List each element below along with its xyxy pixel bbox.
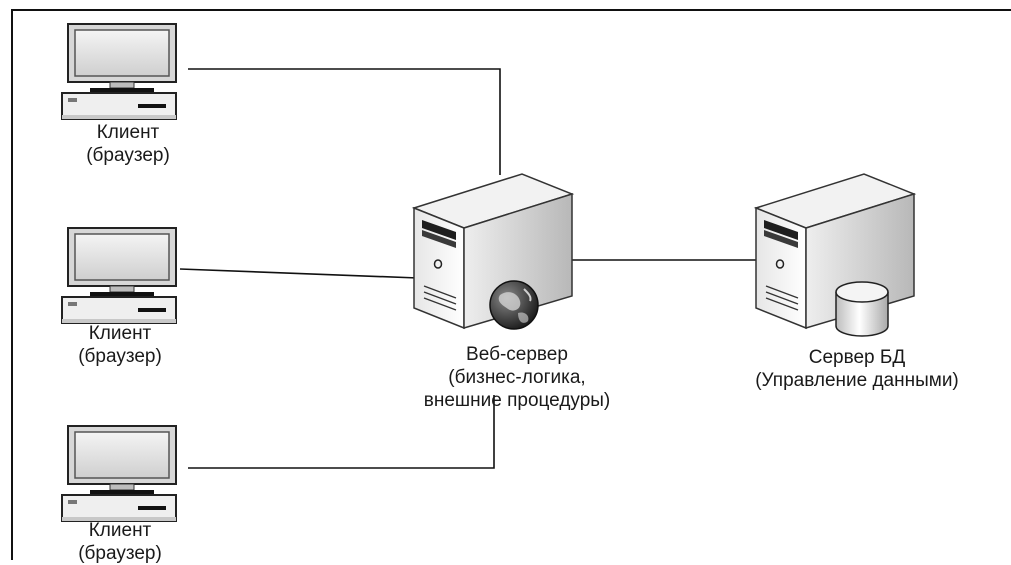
client-label-line1: Клиент xyxy=(88,323,152,344)
db-server-icon xyxy=(755,173,915,329)
link-client-3-web-server xyxy=(188,395,495,469)
client-computer-icon xyxy=(61,23,177,120)
client-label-line2: (браузер) xyxy=(86,145,170,166)
client-label: Клиент (браузер) xyxy=(58,121,198,167)
connection-lines xyxy=(179,68,760,469)
client-computer-icon xyxy=(61,227,177,324)
web-server-label: Веб-сервер (бизнес-логика, внешние проце… xyxy=(392,343,642,412)
client-label-line1: Клиент xyxy=(96,122,160,143)
link-client-1-web-server xyxy=(188,68,501,175)
db-server-label: Сервер БД (Управление данными) xyxy=(722,346,992,392)
web-server-label-line1: Веб-сервер xyxy=(466,344,568,365)
client-label: Клиент (браузер) xyxy=(50,519,190,565)
client-computer-icon xyxy=(61,425,177,522)
db-server-label-line1: Сервер БД xyxy=(808,347,906,368)
database-cylinder-icon xyxy=(835,281,889,337)
client-label: Клиент (браузер) xyxy=(50,322,190,368)
link-client-2-web-server xyxy=(179,268,419,279)
db-server-label-line2: (Управление данными) xyxy=(755,370,959,391)
client-label-line2: (браузер) xyxy=(78,543,162,564)
client-label-line1: Клиент xyxy=(88,520,152,541)
diagram-frame xyxy=(11,9,1011,560)
globe-icon xyxy=(489,280,539,330)
web-server-label-line2: (бизнес-логика, xyxy=(448,367,586,388)
web-server-label-line3: внешние процедуры) xyxy=(423,390,611,411)
client-label-line2: (браузер) xyxy=(78,346,162,367)
